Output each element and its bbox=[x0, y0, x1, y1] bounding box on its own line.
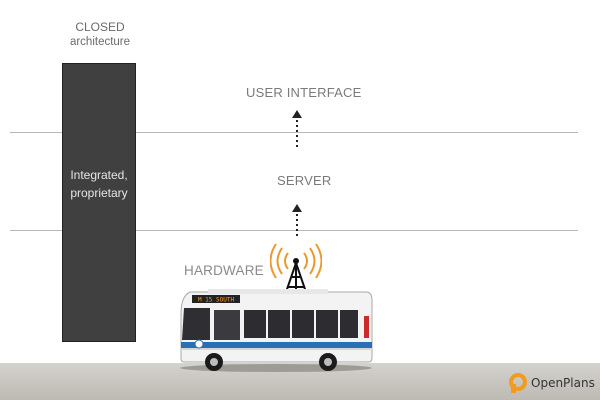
bus-headsign: M 15 SOUTH bbox=[198, 297, 235, 304]
closed-box-line2: proprietary bbox=[70, 186, 128, 200]
arrow-server-to-ui bbox=[292, 110, 302, 147]
closed-stack-box: Integrated, proprietary bbox=[62, 63, 136, 342]
user-interface-label: USER INTERFACE bbox=[246, 85, 362, 100]
closed-box-line1: Integrated, bbox=[70, 168, 128, 182]
openplans-logo-text: OpenPlans bbox=[531, 376, 595, 390]
ui-server-divider bbox=[10, 132, 578, 133]
closed-subheading: architecture bbox=[69, 36, 131, 48]
hardware-label: HARDWARE bbox=[184, 263, 264, 278]
closed-heading: CLOSED bbox=[75, 20, 125, 34]
bus-image: M 15 SOUTH bbox=[180, 289, 373, 372]
arrow-hardware-to-server bbox=[292, 204, 302, 239]
closed-box-label: Integrated, proprietary bbox=[63, 166, 135, 202]
closed-architecture-title: CLOSED architecture bbox=[60, 20, 140, 50]
server-hardware-divider bbox=[10, 230, 578, 231]
server-label: SERVER bbox=[277, 173, 332, 188]
openplans-logo-icon bbox=[509, 373, 527, 393]
